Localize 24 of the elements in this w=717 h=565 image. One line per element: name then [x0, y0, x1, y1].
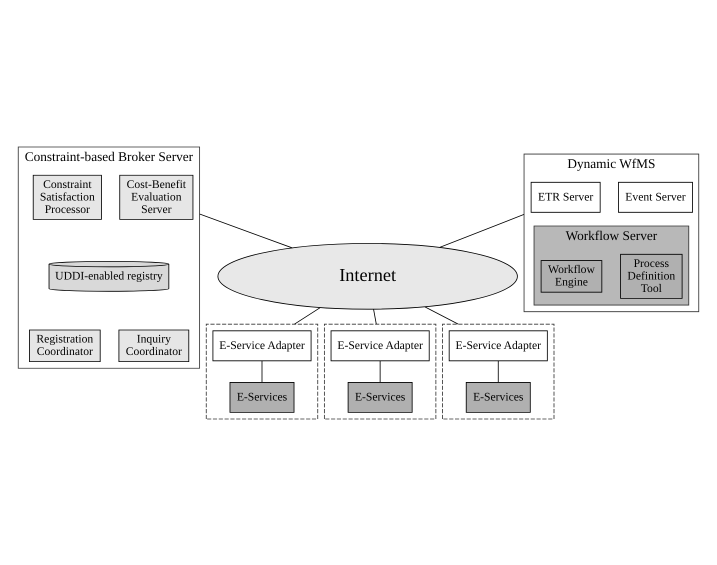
cluster — [442, 323, 554, 419]
cluster — [206, 323, 318, 419]
node-box: E-Service Adapter — [330, 330, 430, 361]
node-box: Constraint Satisfaction Processor — [32, 174, 102, 220]
connector — [380, 360, 381, 382]
cluster — [324, 323, 436, 419]
node-box: Cost-Benefit Evaluation Server — [119, 174, 194, 220]
node-ellipse: Internet — [218, 242, 518, 310]
connector — [439, 213, 524, 248]
node-box: E-Services — [230, 382, 294, 412]
node-box: Process Definition Tool — [620, 253, 683, 298]
node-box: Inquiry Coordinator — [118, 329, 190, 362]
connector — [199, 213, 293, 248]
node-box: E-Service Adapter — [212, 330, 312, 361]
node-box: Event Server — [618, 181, 693, 212]
connector — [373, 308, 377, 324]
node-box: E-Services — [466, 382, 531, 412]
node-box: ETR Server — [530, 181, 601, 212]
connector — [498, 360, 499, 382]
node-box: E-Service Adapter — [448, 330, 548, 361]
connector — [424, 306, 459, 324]
node-box: E-Services — [348, 382, 413, 412]
node-box: Workflow Engine — [540, 260, 602, 292]
node-box: Registration Coordinator — [29, 329, 101, 362]
